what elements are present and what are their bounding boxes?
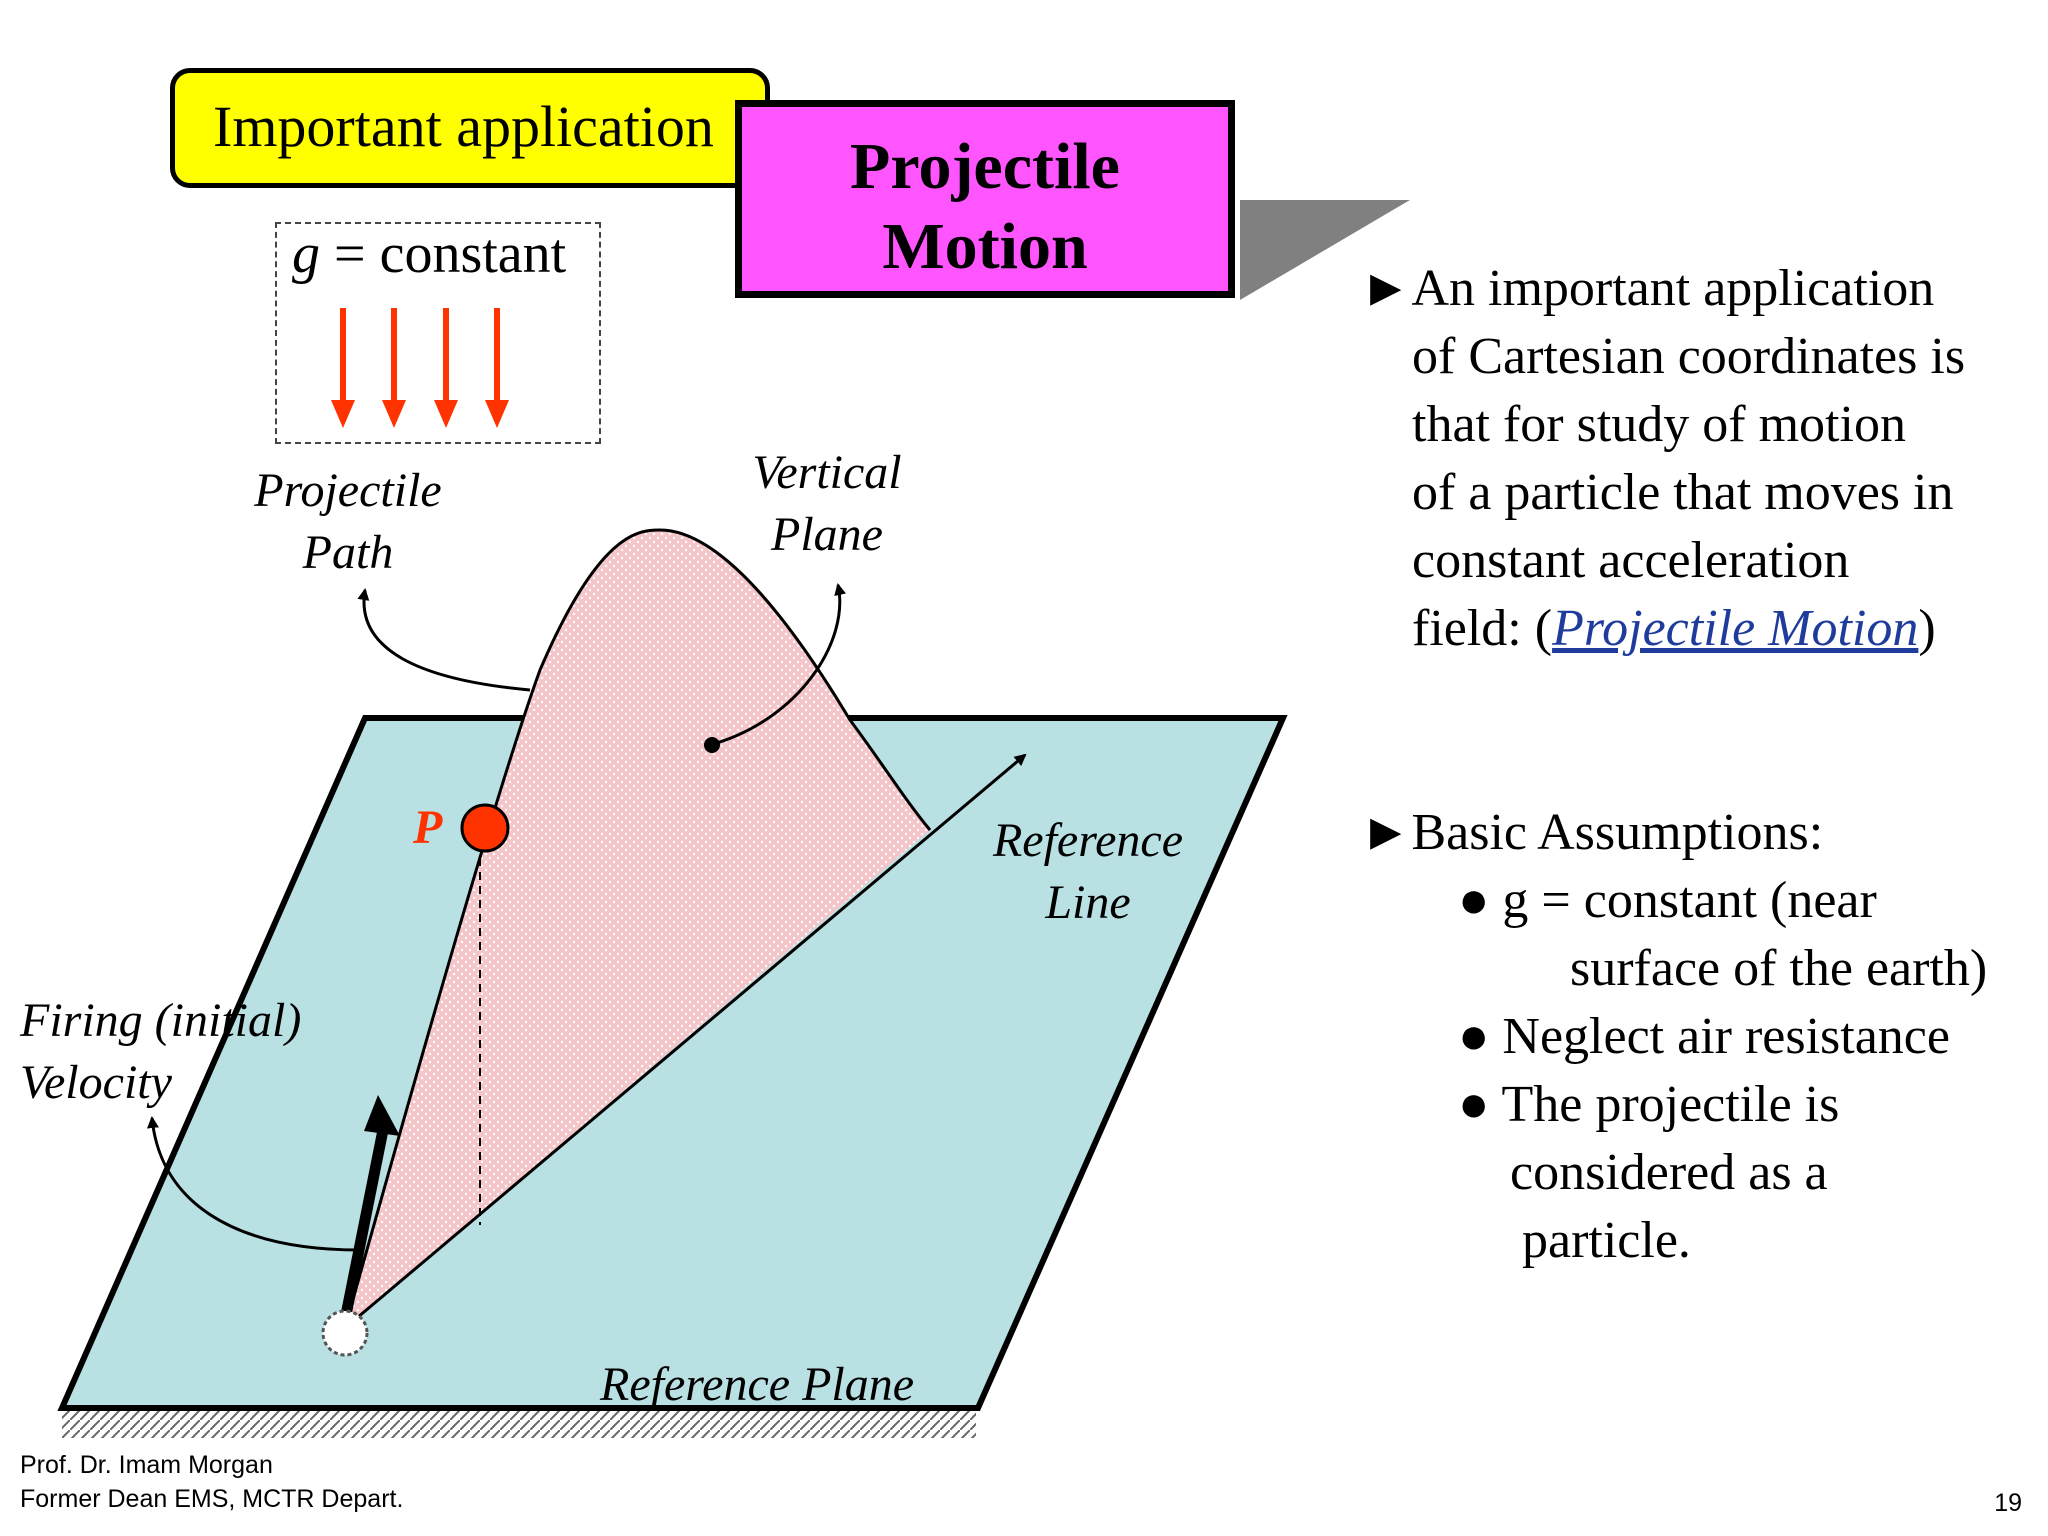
bullet-text: ►An important application of Cartesian c… <box>1360 255 2040 1275</box>
reference-plane-label: Reference Plane <box>600 1358 915 1411</box>
intro-line-6-suffix: ) <box>1918 600 1936 657</box>
assumption-2: ● Neglect air resistance <box>1360 1003 2040 1071</box>
intro-line-6-prefix: field: ( <box>1412 600 1553 657</box>
ground-hatch <box>62 1410 976 1438</box>
intro-line-1: An important application <box>1411 260 1935 317</box>
vertical-plane <box>345 530 930 1328</box>
footer-author: Prof. Dr. Imam Morgan <box>20 1451 273 1479</box>
reference-line <box>344 753 1027 1330</box>
intro-bullet: ►An important application <box>1360 255 2040 323</box>
reference-line-label-line2: Line <box>1045 876 1131 929</box>
vertical-plane-label: Vertical Plane <box>722 442 932 566</box>
intro-line-3: that for study of motion <box>1412 396 1906 453</box>
launch-point <box>321 1309 369 1357</box>
assumption-2-line1: Neglect air resistance <box>1502 1008 1950 1065</box>
assumption-3-line2: considered as a <box>1510 1144 1828 1201</box>
vertical-plane-dot <box>704 737 720 753</box>
vertical-plane-label-line2: Plane <box>771 508 883 561</box>
intro-line-2: of Cartesian coordinates is <box>1412 328 1966 385</box>
assumptions-title: Basic Assumptions: <box>1411 804 1824 861</box>
projectile-path-label-line2: Path <box>302 526 394 579</box>
intro-line-4: of a particle that moves in <box>1412 464 1954 521</box>
firing-velocity-label-line1: Firing (initial) <box>20 994 302 1047</box>
dot-bullet-icon: ● <box>1458 1076 1502 1133</box>
firing-velocity-label: Firing (initial) Velocity <box>20 990 301 1114</box>
assumptions-bullet: ►Basic Assumptions: <box>1360 799 2040 867</box>
projectile-path <box>343 528 932 1329</box>
dot-bullet-icon: ● <box>1458 872 1503 929</box>
assumption-3: ● The projectile is <box>1360 1071 2040 1139</box>
firing-velocity-arrow <box>339 1118 391 1322</box>
title-line-1: Projectile <box>850 130 1120 203</box>
gravity-constant-text: = constant <box>320 223 567 285</box>
intro-line-5: constant acceleration <box>1412 532 1850 589</box>
dot-bullet-icon: ● <box>1458 1008 1503 1065</box>
assumption-1-line1: g = constant (near <box>1502 872 1877 929</box>
firing-velocity-arrowhead <box>364 1095 400 1136</box>
projectile-motion-link[interactable]: Projectile Motion <box>1552 600 1919 657</box>
point-p-label: P <box>413 801 443 854</box>
reference-line-label: Reference Line <box>968 810 1208 934</box>
vertical-plane-label-line1: Vertical <box>752 446 902 499</box>
triangle-bullet-icon: ► <box>1360 260 1412 317</box>
title-line-2: Motion <box>882 210 1088 283</box>
point-p <box>460 803 510 853</box>
footer-credit: Prof. Dr. Imam Morgan Former Dean EMS, M… <box>20 1448 403 1516</box>
firing-velocity-label-line2: Velocity <box>20 1056 172 1109</box>
intro-line-6: field: (Projectile Motion) <box>1360 595 2040 663</box>
tag-label: Important application <box>213 94 714 159</box>
projectile-path-leader <box>357 588 531 692</box>
bullet-spacer <box>1360 663 2040 799</box>
vertical-plane-leader <box>709 583 846 747</box>
title-box: Projectile Motion <box>735 100 1235 298</box>
gravity-arrows <box>331 308 509 428</box>
gravity-box <box>275 222 601 444</box>
tag-box: Important application <box>170 68 770 188</box>
firing-velocity-leader <box>147 1116 361 1252</box>
gravity-label: g = constant <box>292 222 566 286</box>
title-shadow <box>1240 200 1410 300</box>
projectile-path-label: Projectile Path <box>238 460 458 584</box>
projectile-path-label-line1: Projectile <box>254 464 442 517</box>
assumption-3-line3: particle. <box>1522 1212 1691 1269</box>
reference-line-label-line1: Reference <box>992 814 1184 867</box>
assumption-3-line1: The projectile is <box>1501 1076 1840 1133</box>
page-number: 19 <box>1994 1489 2022 1517</box>
assumption-1-line2: surface of the earth) <box>1570 940 1988 997</box>
g-symbol: g <box>292 223 320 285</box>
footer-affiliation: Former Dean EMS, MCTR Depart. <box>20 1485 404 1513</box>
triangle-bullet-icon: ► <box>1360 804 1412 861</box>
assumption-1: ● g = constant (near <box>1360 867 2040 935</box>
